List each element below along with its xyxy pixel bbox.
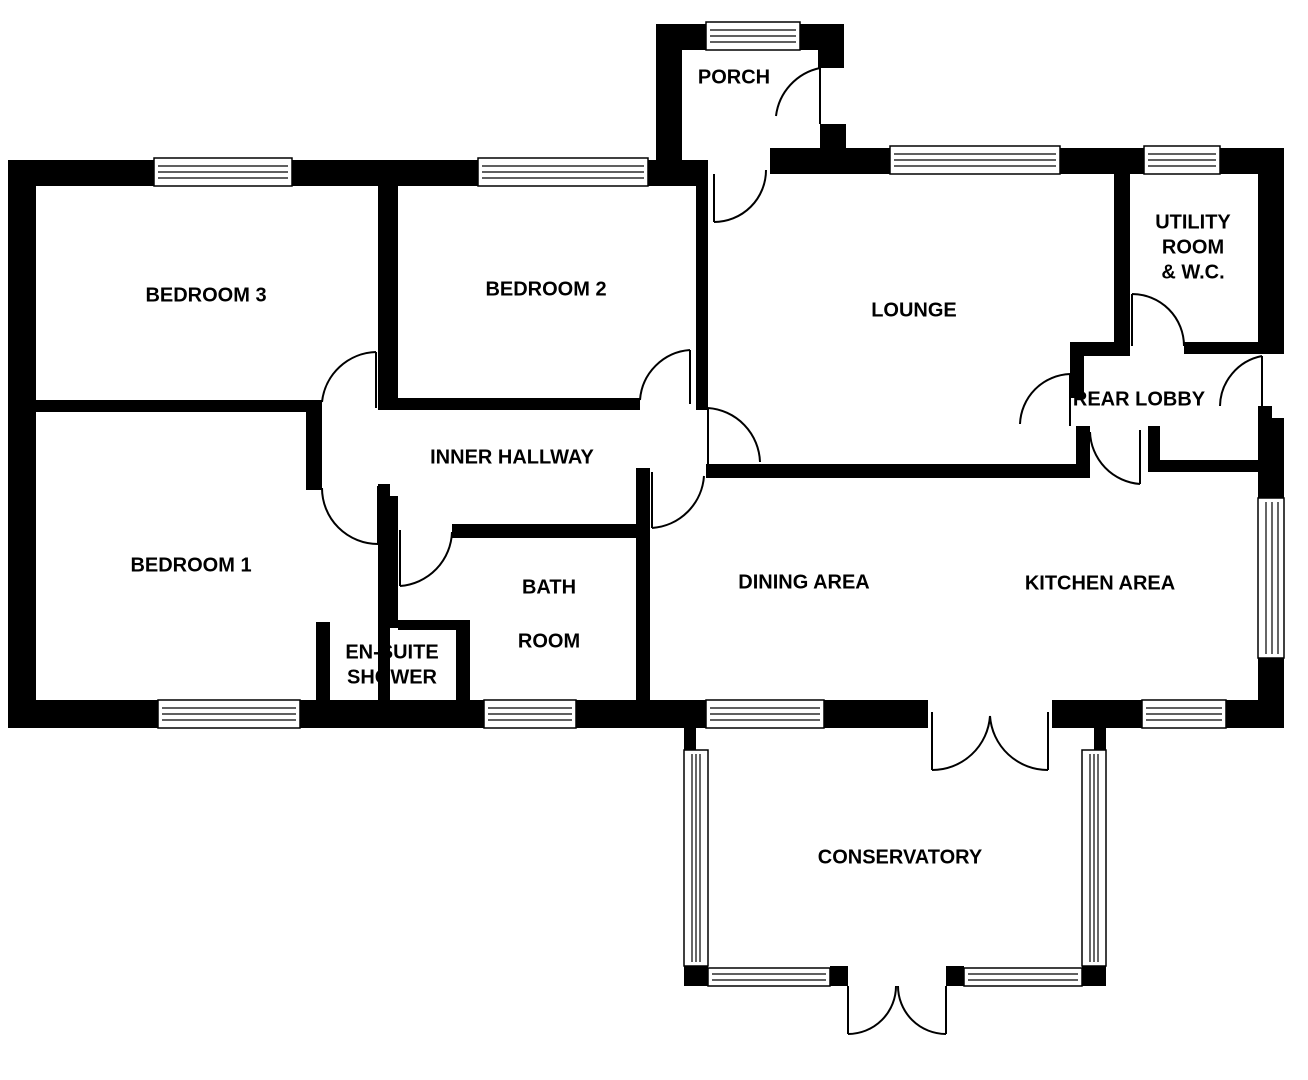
door-utility (1131, 293, 1185, 347)
window-lounge (889, 145, 1061, 175)
outer-wall-left (8, 160, 36, 728)
door-bedroom3 (321, 351, 377, 408)
door-bedroom2 (639, 349, 691, 404)
wall-lobby-bottom-left (1076, 426, 1090, 478)
label-inner-hallway: INNER HALLWAY (430, 446, 594, 468)
door-conservatory-outer (847, 985, 947, 1035)
wall-utility-left (1114, 174, 1130, 356)
wall-bath-dining (636, 468, 650, 702)
wall-bed3-bed1 (36, 400, 322, 412)
window-kitchen-bottom (1141, 699, 1227, 729)
wall-bed2-lounge (696, 174, 708, 410)
wall-lobby-bottom-right (1148, 460, 1284, 472)
wall-utility-bottom (1184, 342, 1284, 354)
label-bedroom1: BEDROOM 1 (130, 554, 251, 576)
door-dining (651, 472, 705, 529)
door-bathroom (399, 530, 453, 587)
doors (321, 67, 1263, 1035)
window-bathroom (483, 699, 577, 729)
cons-post-door-right (946, 966, 964, 986)
wall-hall-ensuite (378, 484, 390, 702)
porch-wall-right-upper (818, 24, 844, 68)
door-porch-outer (775, 67, 821, 124)
cons-post-bottom-left (684, 966, 708, 986)
wall-lobby-right-stub (1258, 406, 1272, 422)
label-bath-1: BATH (522, 576, 576, 598)
label-conservatory: CONSERVATORY (818, 846, 983, 868)
wall-ensuite-right (456, 620, 470, 702)
door-rear-lobby-left (1019, 373, 1071, 426)
wall-bed2-left-inner (390, 186, 398, 408)
wall-bed3-bed2 (378, 186, 390, 408)
window-dining (705, 699, 825, 729)
windows (153, 21, 1285, 987)
door-lounge (707, 407, 761, 466)
label-lounge: LOUNGE (871, 299, 957, 321)
cons-post-door-left (830, 966, 848, 986)
wall-bed1-right-upper (306, 400, 322, 490)
window-conservatory-right (1081, 749, 1107, 967)
label-bedroom3: BEDROOM 3 (145, 284, 266, 306)
cons-post-bottom-right (1082, 966, 1106, 986)
window-bedroom3 (153, 157, 293, 187)
label-bedroom2: BEDROOM 2 (485, 278, 606, 300)
door-rear-lobby-outer (1219, 355, 1263, 410)
porch-wall-top-left (656, 24, 706, 50)
window-bedroom1 (157, 699, 301, 729)
label-rear-lobby: REAR LOBBY (1073, 388, 1206, 410)
label-utility-1: UTILITY (1155, 211, 1231, 233)
window-utility (1143, 145, 1221, 175)
label-utility-2: ROOM (1162, 236, 1224, 258)
window-conservatory-bottom-right (963, 967, 1083, 987)
label-porch: PORCH (698, 66, 770, 88)
window-conservatory-bottom-left (707, 967, 831, 987)
wall-bath-top (452, 524, 646, 538)
wall-stub-lounge (696, 398, 708, 410)
cons-post-top-right (1094, 726, 1106, 750)
door-rear-lobby-kitchen (1089, 430, 1141, 485)
window-porch (705, 21, 801, 51)
cons-post-top-left (684, 726, 696, 750)
wall-ensuite-left (316, 622, 330, 702)
wall-hall-ensuite-2 (390, 496, 398, 628)
door-conservatory-french (931, 712, 1049, 772)
window-conservatory-left (683, 749, 709, 967)
label-bath-2: ROOM (518, 630, 580, 652)
outer-wall-right-upper (1258, 148, 1284, 354)
label-kitchen: KITCHEN AREA (1025, 572, 1175, 594)
label-ensuite-2: SHOWER (347, 666, 438, 688)
label-utility-3: & W.C. (1161, 261, 1224, 283)
window-bedroom2 (477, 157, 649, 187)
wall-ensuite-top (398, 620, 470, 630)
window-kitchen-right (1257, 497, 1285, 659)
label-ensuite-1: EN-SUITE (345, 641, 438, 663)
wall-lounge-dining (706, 464, 1090, 478)
room-labels: PORCH BEDROOM 3 BEDROOM 2 LOUNGE UTILITY… (130, 66, 1231, 868)
door-porch-inner (713, 169, 767, 223)
door-bedroom1 (321, 486, 379, 545)
porch-wall-right-lower (820, 124, 846, 174)
wall-bed2-bottom (378, 398, 640, 410)
label-dining: DINING AREA (738, 571, 869, 593)
